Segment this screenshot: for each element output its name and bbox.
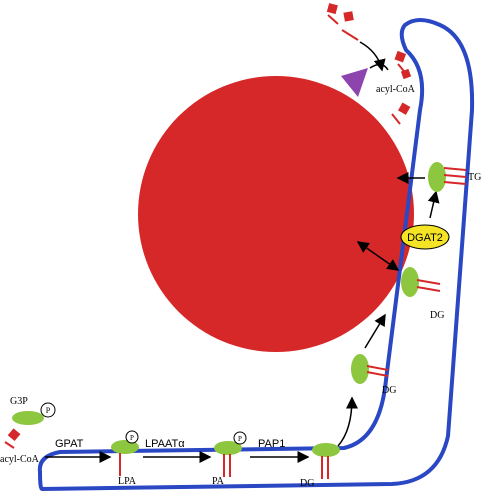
- lpaat-label: LPAATα: [145, 438, 185, 450]
- dg-label-1: DG: [300, 478, 314, 489]
- triangle-arrow: [369, 63, 389, 71]
- acyl-chain-icon: [4, 428, 21, 449]
- acyl-chain-icon: [326, 3, 339, 25]
- transport-arrow: [337, 396, 358, 447]
- synthesis-arrow: [427, 190, 440, 219]
- acyl-tail: [443, 174, 467, 178]
- lipid-droplet: [138, 76, 414, 352]
- acyl-tail: [443, 181, 467, 185]
- exchange-arrow: [356, 241, 400, 271]
- acyl-coa-top-label: acyl-CoA: [376, 84, 416, 95]
- er-membrane: [37, 18, 475, 492]
- phosphate-icon: [233, 431, 247, 445]
- transporter-triangle-icon: [341, 68, 368, 97]
- g3p-molecule: [12, 411, 44, 425]
- tg-molecule: [428, 162, 446, 192]
- dg-label-2: DG: [382, 385, 396, 396]
- phosphate-label: P: [46, 406, 51, 415]
- tg-label: TG: [468, 172, 481, 183]
- lpa-label: LPA: [118, 476, 137, 487]
- acyl-tail: [443, 167, 467, 171]
- phosphate-label: P: [130, 434, 134, 442]
- gpat-label: GPAT: [55, 438, 84, 450]
- acyl-chain-icon: [391, 102, 411, 125]
- dg-molecule: [312, 443, 340, 457]
- acyl-uptake-arrow: [359, 41, 386, 72]
- dgat2-label: DGAT2: [407, 232, 443, 244]
- dg-label-3: DG: [430, 310, 444, 321]
- acyl-tail: [366, 365, 389, 371]
- dg-molecule: [351, 354, 369, 384]
- pap1-label: PAP1: [258, 438, 285, 450]
- phosphate-icon: [125, 430, 139, 444]
- acyl-coa-left-label: acyl-CoA: [0, 454, 40, 465]
- acyl-tail: [416, 279, 441, 285]
- transport-arrow: [364, 313, 386, 349]
- acyl-chain-icon: [341, 11, 359, 41]
- phosphate-icon: [40, 402, 56, 418]
- acyl-chain-icon: [400, 68, 412, 80]
- g3p-label: G3P: [10, 396, 28, 407]
- dg-molecule: [401, 267, 419, 297]
- acyl-tail: [366, 371, 389, 377]
- acyl-tail: [416, 286, 441, 292]
- phosphate-label: P: [238, 435, 242, 443]
- dgat2-enzyme: [400, 224, 450, 250]
- pa-label: PA: [212, 476, 225, 487]
- pa-molecule: [214, 441, 242, 455]
